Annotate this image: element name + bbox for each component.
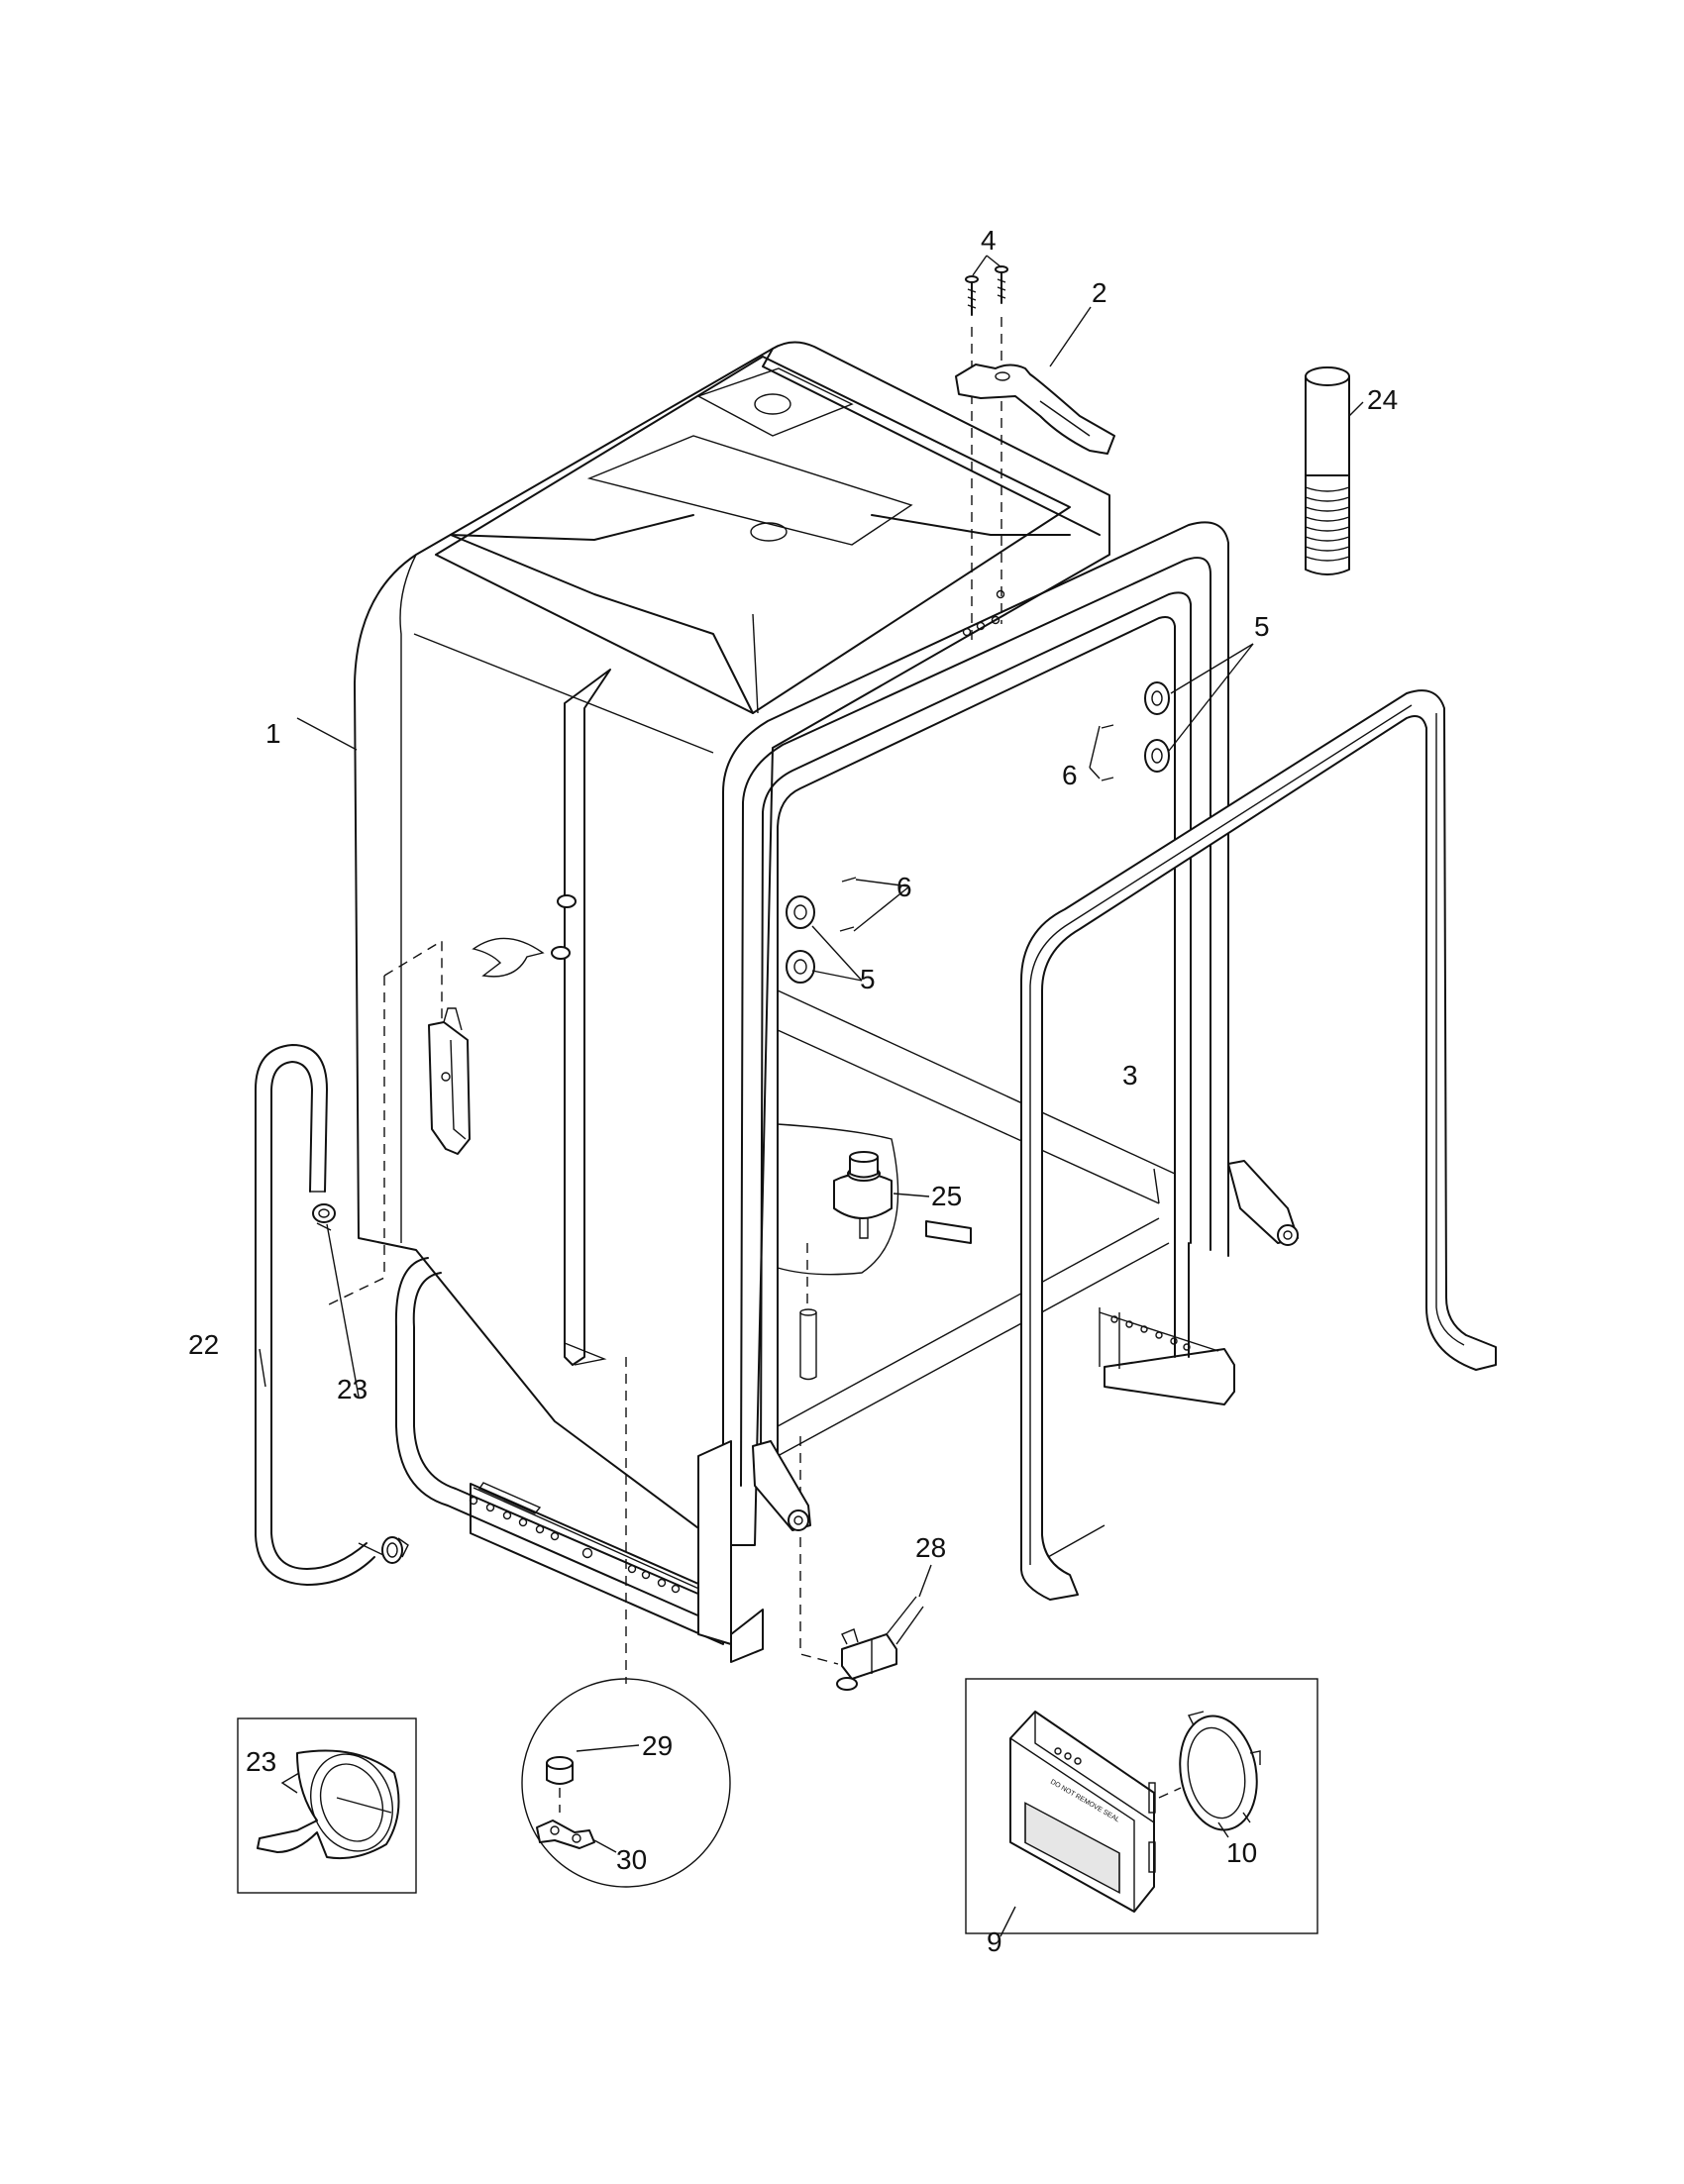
- leveling-leg: [1305, 366, 1350, 575]
- module-vents: [1024, 1802, 1120, 1895]
- callout-1: 1: [265, 718, 281, 749]
- callout-25: 25: [931, 1181, 962, 1211]
- callout-6-upper: 6: [1062, 760, 1078, 790]
- tub-assembly: [326, 341, 1110, 1684]
- rail-holes-front: [469, 1496, 681, 1594]
- callout-28: 28: [915, 1532, 946, 1563]
- door-gasket: [1020, 689, 1497, 1601]
- retaining-ring: [1179, 1711, 1261, 1831]
- callout-2: 2: [1092, 277, 1107, 308]
- hose-clamp-upper: [312, 1203, 336, 1231]
- callout-4: 4: [981, 225, 997, 256]
- detail-box-clamp: [237, 1717, 417, 1894]
- leg-thread: [1305, 486, 1350, 562]
- mounting-bracket: [955, 364, 1115, 455]
- callout-23-main: 23: [337, 1374, 368, 1404]
- hose-clamp-lower: [381, 1536, 409, 1564]
- callout-9: 9: [987, 1926, 1002, 1957]
- callout-30: 30: [616, 1844, 647, 1875]
- drain-hose: [255, 1044, 375, 1586]
- detail-circle-float: [521, 1678, 731, 1888]
- callout-22: 22: [188, 1329, 219, 1360]
- leader-lines: [259, 255, 1364, 1937]
- callout-5-upper: 5: [1254, 611, 1270, 642]
- base-frame: [394, 1160, 1299, 1663]
- callout-29: 29: [642, 1730, 673, 1761]
- callout-10: 10: [1226, 1837, 1257, 1868]
- callout-3: 3: [1122, 1060, 1138, 1091]
- door-frame: [722, 521, 1235, 1497]
- callout-23-detail: 23: [246, 1746, 276, 1777]
- door-switch: [836, 1596, 924, 1691]
- callout-numbers: 1 2 3 4 5 5 6 6 9 10 22 23 23 24 25 28 2…: [188, 225, 1398, 1957]
- rack-rollers: [786, 681, 1170, 984]
- rail-holes-rear: [1110, 1315, 1191, 1351]
- callout-5-lower: 5: [860, 964, 876, 994]
- tub-floor: [777, 1123, 972, 1381]
- callout-24: 24: [1367, 384, 1398, 415]
- detail-box-control: DO NOT REMOVE SEAL: [965, 1678, 1318, 1934]
- callout-6-lower: 6: [896, 872, 912, 902]
